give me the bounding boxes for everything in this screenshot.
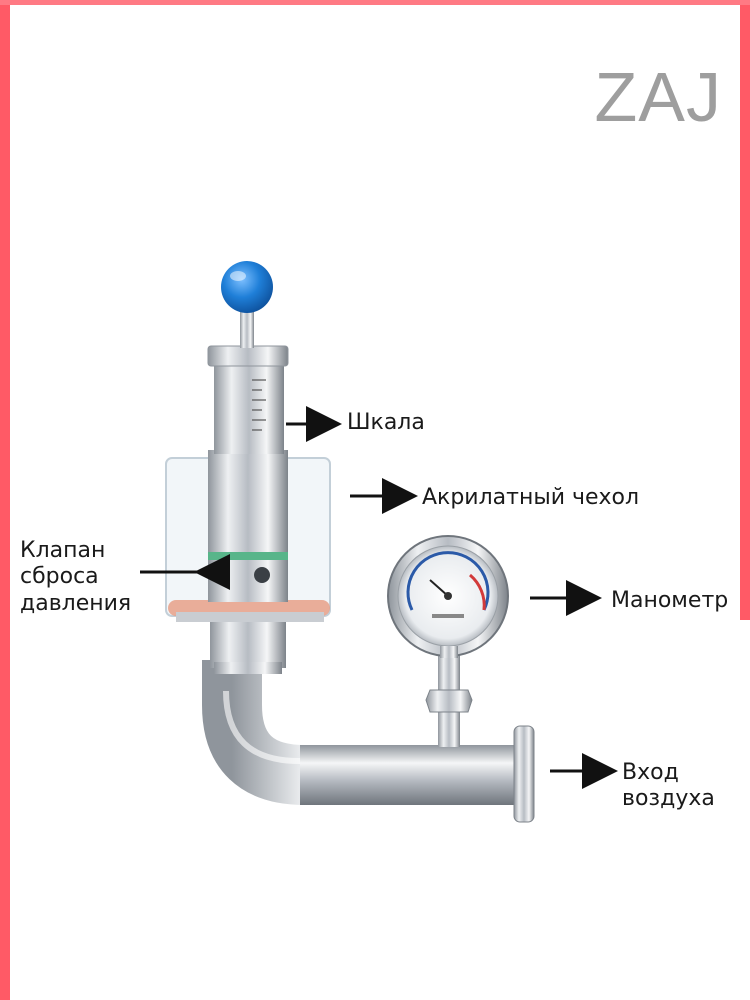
vent-hole-right bbox=[254, 567, 270, 583]
inlet-flange bbox=[513, 725, 535, 823]
scale-body bbox=[214, 364, 284, 454]
top-border bbox=[0, 0, 750, 5]
label-pressure-gauge: Манометр bbox=[611, 588, 729, 613]
valve-stem bbox=[240, 306, 254, 348]
hex-nut bbox=[425, 689, 473, 713]
lower-tube bbox=[210, 618, 286, 668]
label-acrylic-cover: Акрилатный чехол bbox=[422, 485, 640, 510]
pressure-gauge bbox=[387, 535, 509, 658]
label-scale: Шкала bbox=[347, 410, 425, 435]
label-relief-valve: Клапан сброса давления bbox=[20, 538, 132, 616]
label-air-inlet: Вход воздуха bbox=[622, 760, 715, 812]
scale-marks bbox=[252, 379, 266, 431]
horizontal-pipe bbox=[300, 745, 520, 805]
elbow-pipe bbox=[202, 660, 520, 805]
brand-logo: ZAJ bbox=[594, 58, 722, 136]
left-border bbox=[0, 0, 10, 1000]
green-ring bbox=[208, 552, 288, 560]
right-border bbox=[740, 0, 750, 620]
